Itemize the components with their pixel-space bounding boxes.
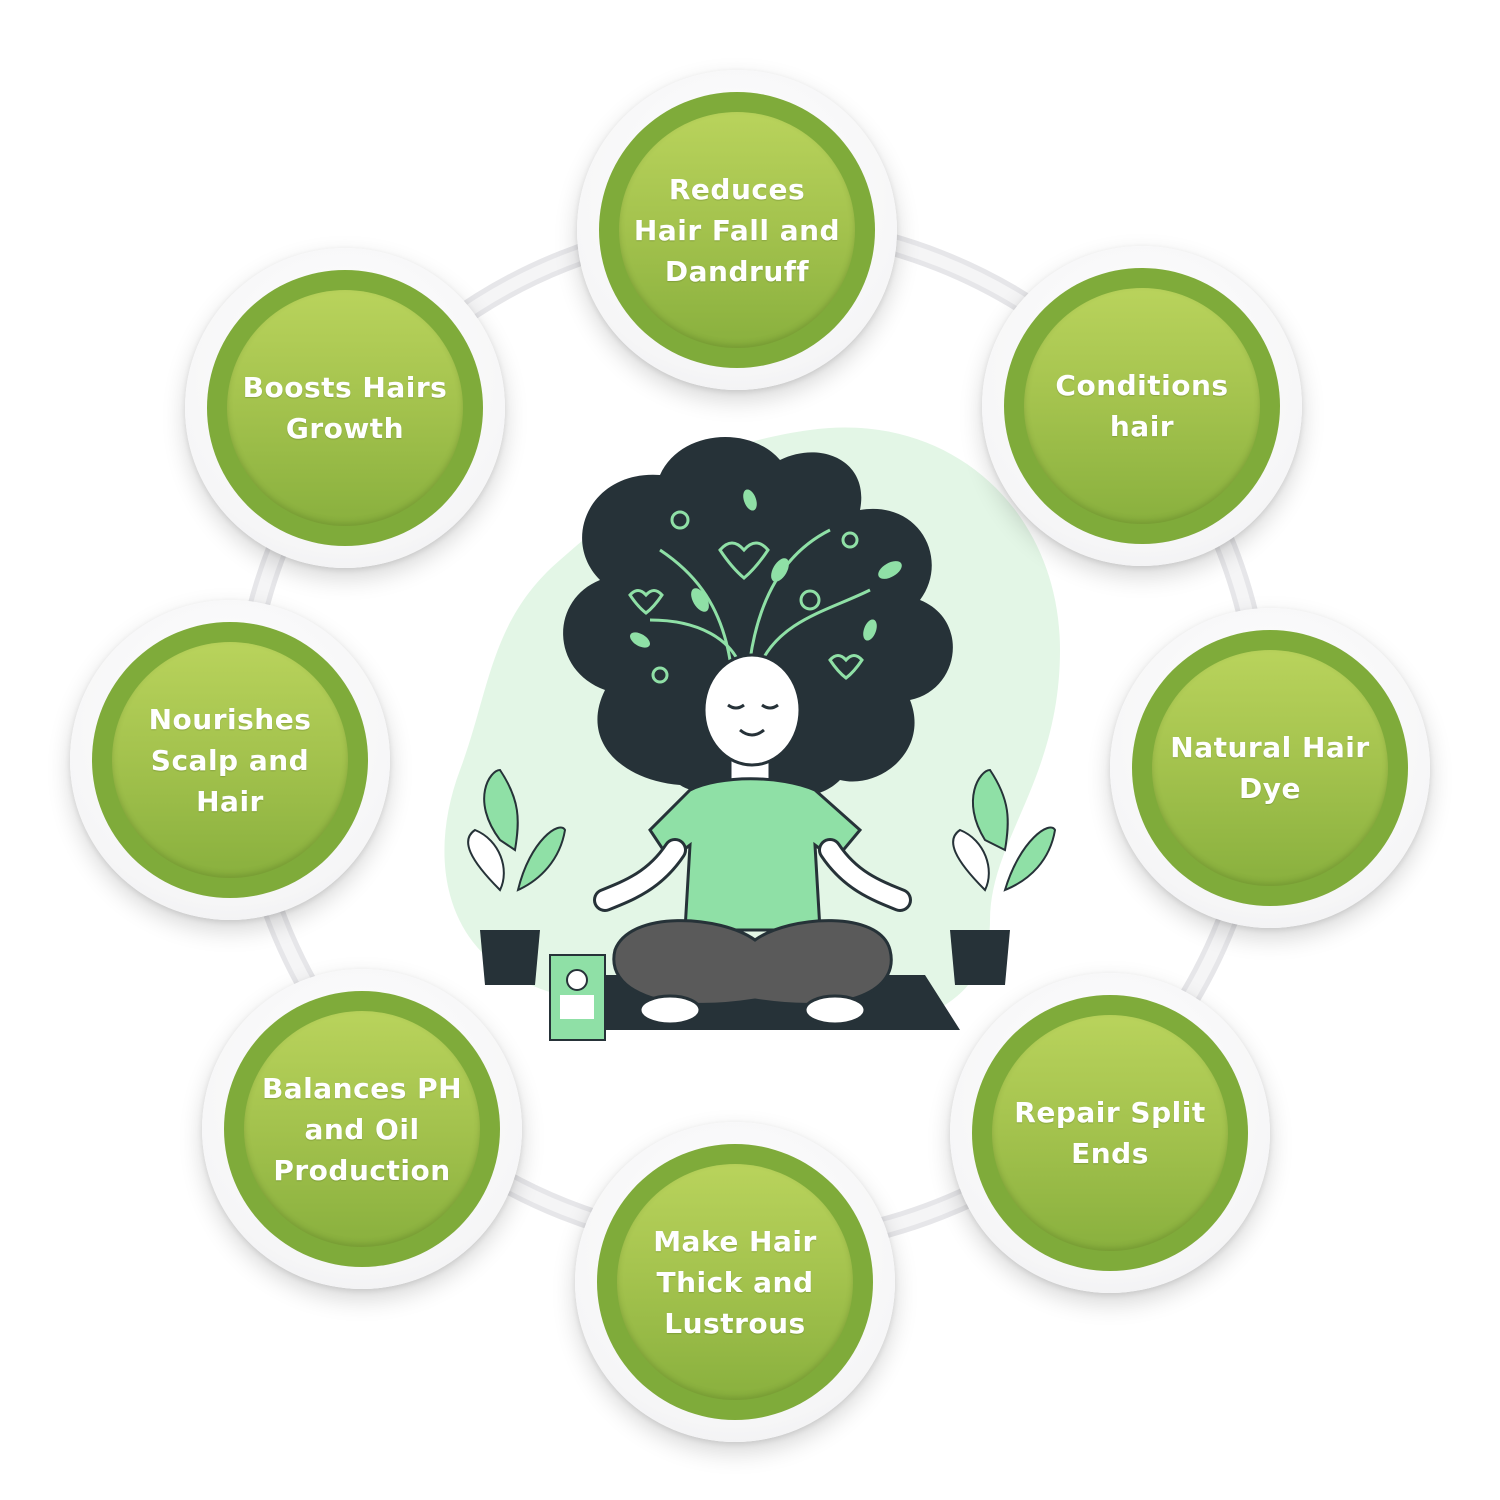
benefit-label: Conditions hair — [1055, 369, 1229, 443]
hair-leaves — [630, 489, 902, 648]
badge-fill: Boosts Hairs Growth — [227, 290, 463, 526]
badge-thick-lustrous: Make Hair Thick and Lustrous — [575, 1122, 895, 1442]
badge-ring: Nourishes Scalp and Hair — [92, 622, 368, 898]
badge-reduces-hair-fall: Reduces Hair Fall and Dandruff — [577, 70, 897, 390]
meditating-woman-illustration — [444, 427, 1060, 1041]
badge-fill: Natural Hair Dye — [1152, 650, 1388, 886]
shirt — [648, 777, 863, 932]
badge-ring: Boosts Hairs Growth — [207, 270, 483, 546]
badge-nourishes-scalp: Nourishes Scalp and Hair — [70, 600, 390, 920]
badge-ring: Make Hair Thick and Lustrous — [597, 1144, 873, 1420]
badge-ring: Reduces Hair Fall and Dandruff — [599, 92, 875, 368]
right-plant — [950, 768, 1057, 985]
badge-balances-ph: Balances PH and Oil Production — [202, 969, 522, 1289]
hair-doodles — [628, 510, 871, 684]
badge-ring: Conditions hair — [1004, 268, 1280, 544]
badge-fill: Nourishes Scalp and Hair — [112, 642, 348, 878]
badge-repair-split-ends: Repair Split Ends — [950, 973, 1270, 1293]
benefit-label: Repair Split Ends — [1014, 1096, 1206, 1170]
face — [702, 653, 802, 767]
badge-ring: Balances PH and Oil Production — [224, 991, 500, 1267]
benefit-label: Natural Hair Dye — [1170, 731, 1370, 805]
badge-fill: Repair Split Ends — [992, 1015, 1228, 1251]
badge-natural-hair-dye: Natural Hair Dye — [1110, 608, 1430, 928]
benefit-label: Balances PH and Oil Production — [261, 1071, 463, 1187]
benefit-label: Boosts Hairs Growth — [242, 371, 448, 445]
badge-fill: Reduces Hair Fall and Dandruff — [619, 112, 855, 348]
left-plant — [467, 768, 567, 985]
badge-conditions-hair: Conditions hair — [982, 246, 1302, 566]
badge-ring: Natural Hair Dye — [1132, 630, 1408, 906]
benefit-label: Nourishes Scalp and Hair — [148, 702, 312, 818]
badge-fill: Balances PH and Oil Production — [244, 1011, 480, 1247]
benefit-label: Make Hair Thick and Lustrous — [653, 1224, 817, 1340]
hair — [563, 437, 953, 795]
badge-fill: Conditions hair — [1024, 288, 1260, 524]
benefit-label: Reduces Hair Fall and Dandruff — [633, 172, 841, 288]
badge-ring: Repair Split Ends — [972, 995, 1248, 1271]
badge-fill: Make Hair Thick and Lustrous — [617, 1164, 853, 1400]
badge-boosts-growth: Boosts Hairs Growth — [185, 248, 505, 568]
